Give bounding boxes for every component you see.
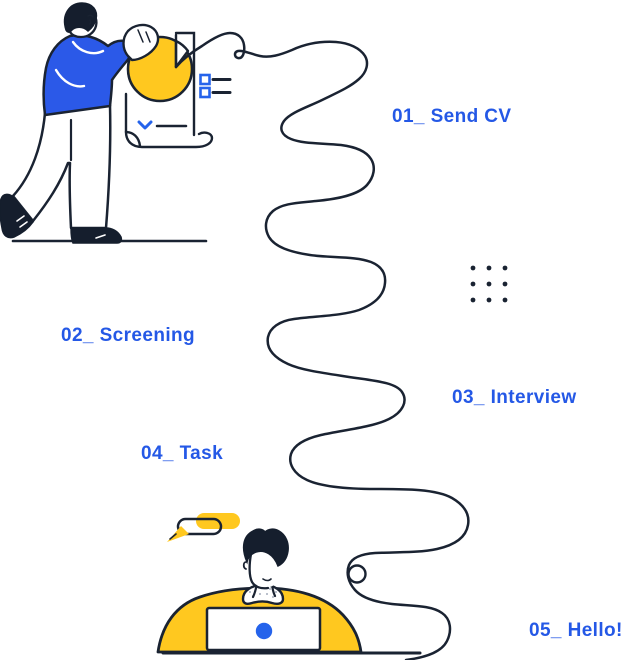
chevron-check-icon: [137, 120, 188, 130]
shoe-front: [70, 227, 123, 244]
sweater-seam-1: [71, 40, 105, 55]
shoe-back: [0, 193, 34, 239]
checklist-icon: [199, 73, 232, 99]
shoe-front-detail: [95, 234, 106, 239]
step-label-task: 04_ Task: [141, 443, 224, 464]
squiggle-path: [174, 31, 470, 660]
candidate-hair: [242, 528, 289, 568]
checkbox-icon: [199, 73, 211, 86]
pen-icon: [167, 513, 240, 542]
scroll-paper-icon: [124, 31, 214, 149]
shoe-back-detail: [16, 215, 28, 228]
sweater-seam-2: [54, 68, 86, 88]
pen-outline: [176, 517, 223, 536]
sweater: [42, 33, 135, 117]
candidate-face: [248, 554, 281, 588]
mouth: [262, 578, 272, 582]
pants: [11, 103, 112, 230]
laptop-icon: [205, 606, 322, 652]
step-label-screening: 02_ Screening: [61, 325, 196, 346]
dots-grid-icon: [470, 265, 508, 303]
presenter-hand: [122, 23, 160, 62]
presenter-hair: [63, 2, 98, 33]
candidate-at-laptop-illustration: [156, 528, 422, 655]
chevron-down-icon: [137, 120, 153, 130]
step-label-interview: 03_ Interview: [452, 387, 577, 408]
candidate-jaw-line: [248, 552, 270, 590]
ear: [242, 561, 247, 570]
pen-nib-detail: [169, 533, 177, 540]
checkbox-icon: [199, 86, 211, 99]
path-node-circle: [347, 564, 367, 584]
presenter-face-detail: [87, 14, 94, 25]
pen-tip: [167, 526, 189, 542]
step-label-send-cv: 01_ Send CV: [392, 106, 512, 127]
step-label-hello: 05_ Hello!: [529, 620, 623, 641]
hand-finger-detail: [137, 29, 151, 43]
presenter-with-pie-chart-illustration: [0, 2, 232, 244]
laptop-logo-dot: [255, 622, 273, 640]
